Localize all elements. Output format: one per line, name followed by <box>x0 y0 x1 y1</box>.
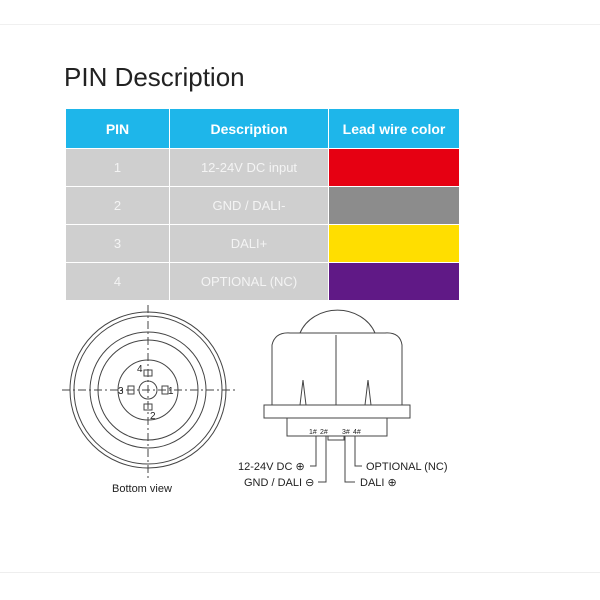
side-view-drawing: 1# 2# 3# 4# 12-24V DC ⊕ GND / DALI ⊖ OPT… <box>238 309 448 489</box>
wire-label: DALI ⊕ <box>360 477 397 489</box>
wire-label: GND / DALI ⊖ <box>244 477 314 489</box>
pin-label: 1 <box>168 386 174 397</box>
color-swatch <box>328 224 460 263</box>
description-cell: GND / DALI- <box>169 186 329 225</box>
divider <box>0 572 600 573</box>
pin-cell: 2 <box>65 186 170 225</box>
color-swatch <box>328 148 460 187</box>
description-cell: 12-24V DC input <box>169 148 329 187</box>
bottom-view-caption: Bottom view <box>112 483 172 495</box>
pin-label: 3 <box>118 386 124 397</box>
wire-label: 12-24V DC ⊕ <box>238 461 305 473</box>
color-swatch <box>328 186 460 225</box>
color-swatch <box>328 262 460 301</box>
pin-mark: 2# <box>320 429 328 436</box>
divider <box>0 24 600 25</box>
pin-cell: 4 <box>65 262 170 301</box>
bottom-view-drawing: 4 1 3 2 Bottom view <box>62 305 235 495</box>
pin-label: 4 <box>137 364 143 375</box>
page-title: PIN Description <box>64 62 245 92</box>
wire-label: OPTIONAL (NC) <box>366 461 448 473</box>
header-description: Description <box>169 108 329 149</box>
pin-cell: 1 <box>65 148 170 187</box>
description-cell: OPTIONAL (NC) <box>169 262 329 301</box>
pin-cell: 3 <box>65 224 170 263</box>
pin-mark: 1# <box>309 429 317 436</box>
pin-mark: 4# <box>353 429 361 436</box>
header-lead-color: Lead wire color <box>328 108 460 149</box>
pin-mark: 3# <box>342 429 350 436</box>
header-pin: PIN <box>65 108 170 149</box>
description-cell: DALI+ <box>169 224 329 263</box>
pin-label: 2 <box>150 411 156 422</box>
